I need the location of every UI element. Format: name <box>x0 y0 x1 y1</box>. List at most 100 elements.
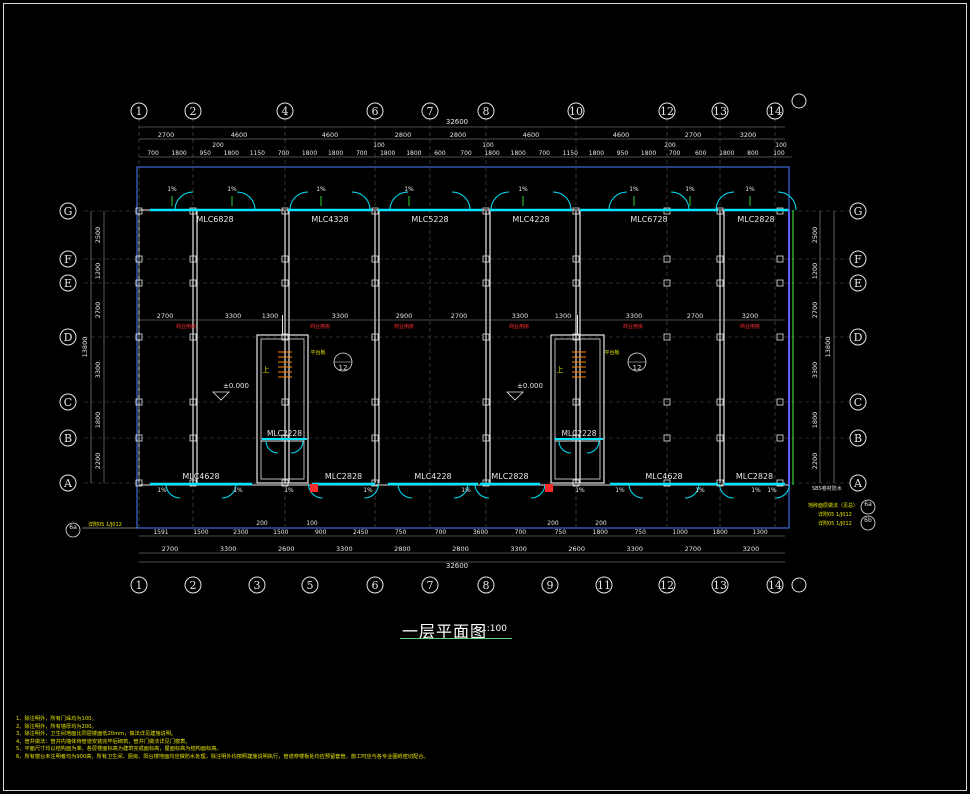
axis-top-2-circle <box>184 102 202 120</box>
door-arc-bot-0b <box>221 483 237 499</box>
interior-dim-10: 3200 <box>742 312 759 320</box>
door-arc-top-3a <box>490 191 510 211</box>
room-label-5: 商业用房 <box>740 323 760 330</box>
axis-bottom-7-circle <box>421 576 439 594</box>
window-top-label-4: MLC6728 <box>630 215 667 224</box>
top-small-dim-4: 100 <box>775 142 787 149</box>
interior-dim-6: 3300 <box>512 312 529 320</box>
slope-top-7: 1% <box>745 186 755 193</box>
door-arc-top-2a <box>389 191 409 211</box>
top-dim2-18: 950 <box>617 150 629 157</box>
elevation-mark-0 <box>212 391 230 401</box>
bottom-small-dim-3: 200 <box>595 520 607 527</box>
axis-top-13-circle <box>711 102 729 120</box>
interior-dim-0: 2700 <box>157 312 174 320</box>
axis-right-G-label: G <box>854 205 863 218</box>
door-marker-1 <box>545 484 553 492</box>
column-E-0 <box>135 279 143 287</box>
right-dim-1: 1200 <box>811 263 819 280</box>
column-D-6 <box>663 333 671 341</box>
top-dim2-10: 1800 <box>406 150 421 157</box>
column-C-4 <box>482 398 490 406</box>
top-dim1-6: 4600 <box>613 131 630 139</box>
top-dim2-21: 600 <box>695 150 707 157</box>
door-arc-bot-3b <box>530 483 546 499</box>
axis-left-F-label: F <box>64 253 72 266</box>
top-dim2-17: 1800 <box>589 150 604 157</box>
column-D-1 <box>189 333 197 341</box>
drawing-scale: 1:100 <box>481 624 507 634</box>
window-mid-label-0: MLC2228 <box>267 429 302 438</box>
door-arc-top-3b <box>552 191 572 211</box>
axis-left-A-circle <box>59 474 77 492</box>
top-dim2-3: 1800 <box>224 150 239 157</box>
bottom-dim1-14: 1800 <box>712 529 727 536</box>
axis-top-extra <box>791 93 807 109</box>
axis-bottom-9-circle <box>541 576 559 594</box>
column-D-8 <box>776 333 784 341</box>
bottom-dim2-0: 2700 <box>162 545 179 553</box>
door-arc-bot-0a <box>165 483 181 499</box>
column-D-0 <box>135 333 143 341</box>
column-D-4 <box>482 333 490 341</box>
top-dim2-24: 100 <box>773 150 785 157</box>
bottom-dim2-7: 2600 <box>568 545 585 553</box>
interior-dim-5: 2700 <box>451 312 468 320</box>
window-top-label-0: MLC6828 <box>196 215 233 224</box>
bottom-small-dim-0: 200 <box>256 520 268 527</box>
note-1: 1、除注明外，所有门垛均为100。 <box>16 716 97 722</box>
door-arc-bot-2a <box>397 483 413 499</box>
axis-top-6-label: 6 <box>372 105 379 118</box>
room-label-2: 商业用房 <box>394 323 414 330</box>
right-total-dim: 13800 <box>824 337 832 358</box>
bottom-dim2-9: 2700 <box>685 545 702 553</box>
slope-bottom-0: 1% <box>157 487 167 494</box>
slope-bottom-3: 1% <box>363 487 373 494</box>
drawing-title: 一层平面图 <box>402 622 488 641</box>
column-B-4 <box>482 434 490 442</box>
bottom-dim1-1: 1500 <box>193 529 208 536</box>
door-arc-bot-4b <box>684 483 700 499</box>
axis-bottom-5-circle <box>301 576 319 594</box>
top-dim2-23: 800 <box>747 150 759 157</box>
axis-bottom-8-circle <box>477 576 495 594</box>
slope-top-6: 1% <box>685 186 695 193</box>
axis-right-G-circle <box>849 202 867 220</box>
top-dim2-22: 1800 <box>719 150 734 157</box>
top-dim1-8: 3200 <box>740 131 757 139</box>
axis-bottom-7-label: 7 <box>427 579 434 592</box>
room-label-4: 商业用房 <box>623 323 643 330</box>
top-dim2-8: 700 <box>356 150 368 157</box>
door-arc-top-2b <box>451 191 471 211</box>
column-G-5 <box>572 207 580 215</box>
door-arc-top-4b <box>670 191 690 211</box>
axis-right-E-circle <box>849 274 867 292</box>
top-dim1-5: 4600 <box>523 131 540 139</box>
axis-top-10-label: 10 <box>569 105 583 118</box>
column-C-0 <box>135 398 143 406</box>
slope-bottom-2: 1% <box>284 487 294 494</box>
column-B-0 <box>135 434 143 442</box>
column-A-0 <box>135 479 143 487</box>
column-C-2 <box>281 398 289 406</box>
slope-bottom-5: 1% <box>575 487 585 494</box>
door-arc-top-1a <box>289 191 309 211</box>
slope-top-1: 1% <box>227 186 237 193</box>
window-bottom-label-5: MLC2828 <box>736 472 773 481</box>
bottom-dim2-1: 3300 <box>220 545 237 553</box>
column-C-1 <box>189 398 197 406</box>
right-dim-4: 1800 <box>811 412 819 429</box>
bottom-dim2-4: 2800 <box>394 545 411 553</box>
building-envelope <box>136 166 790 529</box>
axis-top-4-circle <box>276 102 294 120</box>
axis-left-G-label: G <box>64 205 73 218</box>
axis-bottom-6-circle <box>366 576 384 594</box>
axis-right-D-circle <box>849 328 867 346</box>
column-F-6 <box>663 255 671 263</box>
axis-top-10-circle <box>567 102 585 120</box>
left-ref-circle-label: 6a <box>69 524 77 531</box>
bottom-dim1-4: 900 <box>315 529 327 536</box>
bottom-dim1-3: 1500 <box>273 529 288 536</box>
column-B-7 <box>716 434 724 442</box>
door-arc-bot-3a <box>474 483 490 499</box>
